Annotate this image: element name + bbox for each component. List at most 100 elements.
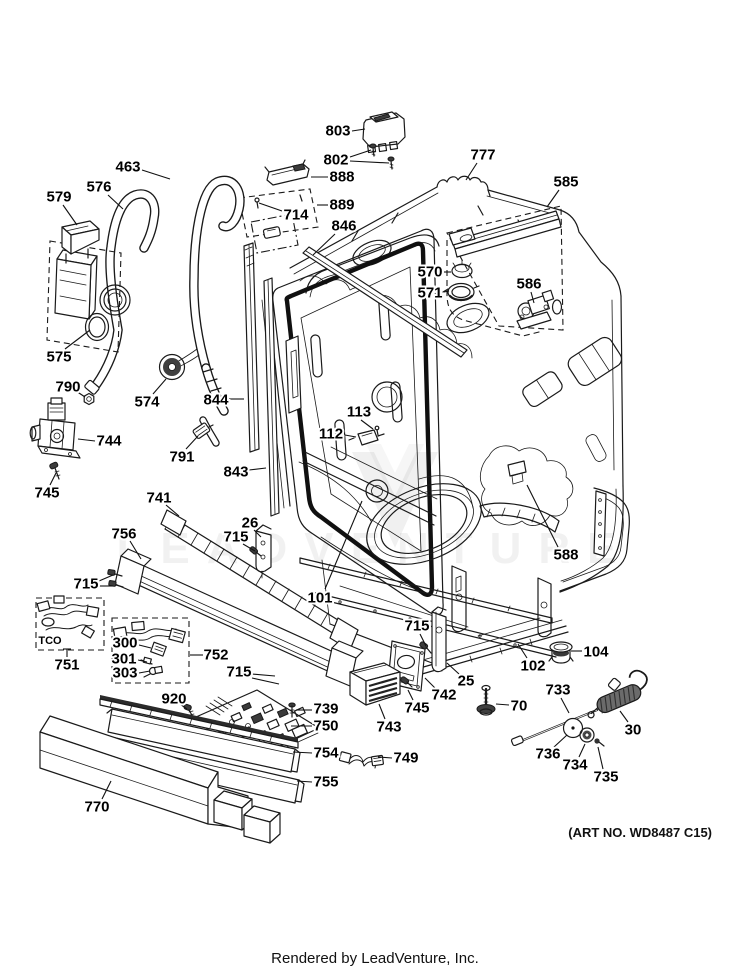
leader-line-70: [495, 703, 510, 706]
callout-734: 734: [562, 757, 588, 774]
insulation-base-770: [39, 715, 281, 844]
callout-570: 570: [417, 264, 442, 281]
leader-line-749: [377, 756, 393, 759]
leader-line-715: [98, 574, 114, 582]
callout-791: 791: [169, 449, 194, 466]
callout-112: 112: [319, 426, 343, 443]
leveling-foot-70: [476, 684, 496, 716]
callout-735: 735: [593, 769, 618, 786]
trim-strip-843: [263, 277, 280, 517]
trim-846: [302, 246, 468, 358]
leader-line-715: [419, 633, 427, 647]
callout-752: 752: [203, 647, 228, 664]
foam-step-2: [243, 805, 281, 844]
nut-790: [83, 392, 95, 406]
screw-113: [374, 425, 380, 436]
leader-line-25: [446, 662, 460, 675]
screw-739: [288, 702, 296, 718]
callout-715: 715: [73, 576, 98, 593]
tub-floor: [298, 461, 482, 590]
callout-751: 751: [54, 657, 79, 674]
leader-line-743: [378, 703, 386, 720]
callout-756: 756: [111, 526, 136, 543]
callout-586: 586: [516, 276, 541, 293]
callout-575: 575: [46, 349, 71, 366]
cabinet-right-panel: [522, 299, 624, 593]
leader-line-802: [349, 160, 390, 164]
callout-571: 571: [417, 285, 442, 302]
side-duct-588-area: [479, 445, 574, 533]
watermark-logo-icon: [352, 452, 438, 548]
callout-739: 739: [313, 701, 338, 718]
callout-labels: 8038028888897148467775854635765795757905…: [32, 121, 643, 818]
callout-745: 745: [34, 485, 59, 502]
hose-576: [84, 189, 160, 395]
callout-754: 754: [313, 745, 339, 762]
callout-303: 303: [112, 665, 137, 682]
door-cable-733: [510, 708, 599, 747]
leader-line-843: [248, 467, 267, 471]
callout-463: 463: [115, 159, 140, 176]
tco-harness-751: [35, 595, 105, 651]
screw-745-center: [400, 676, 413, 688]
callout-113: 113: [347, 404, 371, 421]
callout-803: 803: [325, 123, 350, 140]
leader-line-734: [578, 743, 586, 758]
callout-777: 777: [470, 147, 495, 164]
bracket-kit-889: [238, 188, 319, 254]
leader-line-803: [351, 128, 366, 132]
leader-line-586: [530, 291, 535, 304]
callout-733: 733: [545, 682, 570, 699]
leader-line-770: [101, 780, 112, 800]
panel-754: [106, 708, 301, 773]
drain-valve-586: [516, 289, 555, 330]
callout-300: 300: [112, 635, 137, 652]
callout-888: 888: [329, 169, 354, 186]
callout-742: 742: [431, 687, 456, 704]
inlet-valve-744: [29, 397, 81, 459]
screw-745-left: [49, 461, 61, 480]
callout-588: 588: [553, 547, 578, 564]
leader-line-791: [185, 435, 199, 450]
grommet-574: [158, 353, 186, 381]
leader-line-745: [407, 689, 414, 701]
leader-line-741: [165, 504, 180, 517]
leader-line-113: [360, 419, 374, 430]
bracket-579: [61, 220, 100, 264]
leader-line-735: [597, 746, 604, 770]
callout-889: 889: [329, 197, 354, 214]
callout-741: 741: [146, 490, 171, 507]
leader-line-588: [526, 484, 559, 548]
bracket-25: [431, 606, 447, 673]
screws-802: [369, 143, 395, 170]
leader-lines: [49, 128, 629, 800]
screw-735: [594, 738, 605, 747]
callout-TCO: TCO: [38, 635, 62, 647]
connector-300: [150, 641, 167, 657]
callout-736: 736: [535, 746, 560, 763]
callout-920: 920: [161, 691, 186, 708]
callout-576: 576: [86, 179, 111, 196]
insulation-strip-741: [160, 509, 359, 651]
harness-749: [338, 751, 384, 769]
callout-715: 715: [223, 529, 248, 546]
leader-line-574: [152, 378, 167, 395]
callout-585: 585: [553, 174, 578, 191]
leader-line-744: [77, 438, 96, 442]
leader-line-846: [312, 233, 336, 256]
callout-790: 790: [55, 379, 80, 396]
callout-102: 102: [520, 658, 545, 675]
leader-line-733: [560, 697, 570, 714]
callout-770: 770: [84, 799, 109, 816]
callout-714: 714: [283, 207, 309, 224]
leader-line-579: [62, 204, 78, 226]
callout-101: 101: [307, 590, 332, 607]
check-valve-575: [46, 240, 131, 353]
callout-30: 30: [625, 722, 642, 739]
callout-715: 715: [404, 618, 429, 635]
clip-303: [143, 665, 164, 678]
bracket-588: [507, 460, 527, 477]
tub-inner-panel: [300, 266, 438, 552]
door-spring-30: [587, 669, 648, 719]
